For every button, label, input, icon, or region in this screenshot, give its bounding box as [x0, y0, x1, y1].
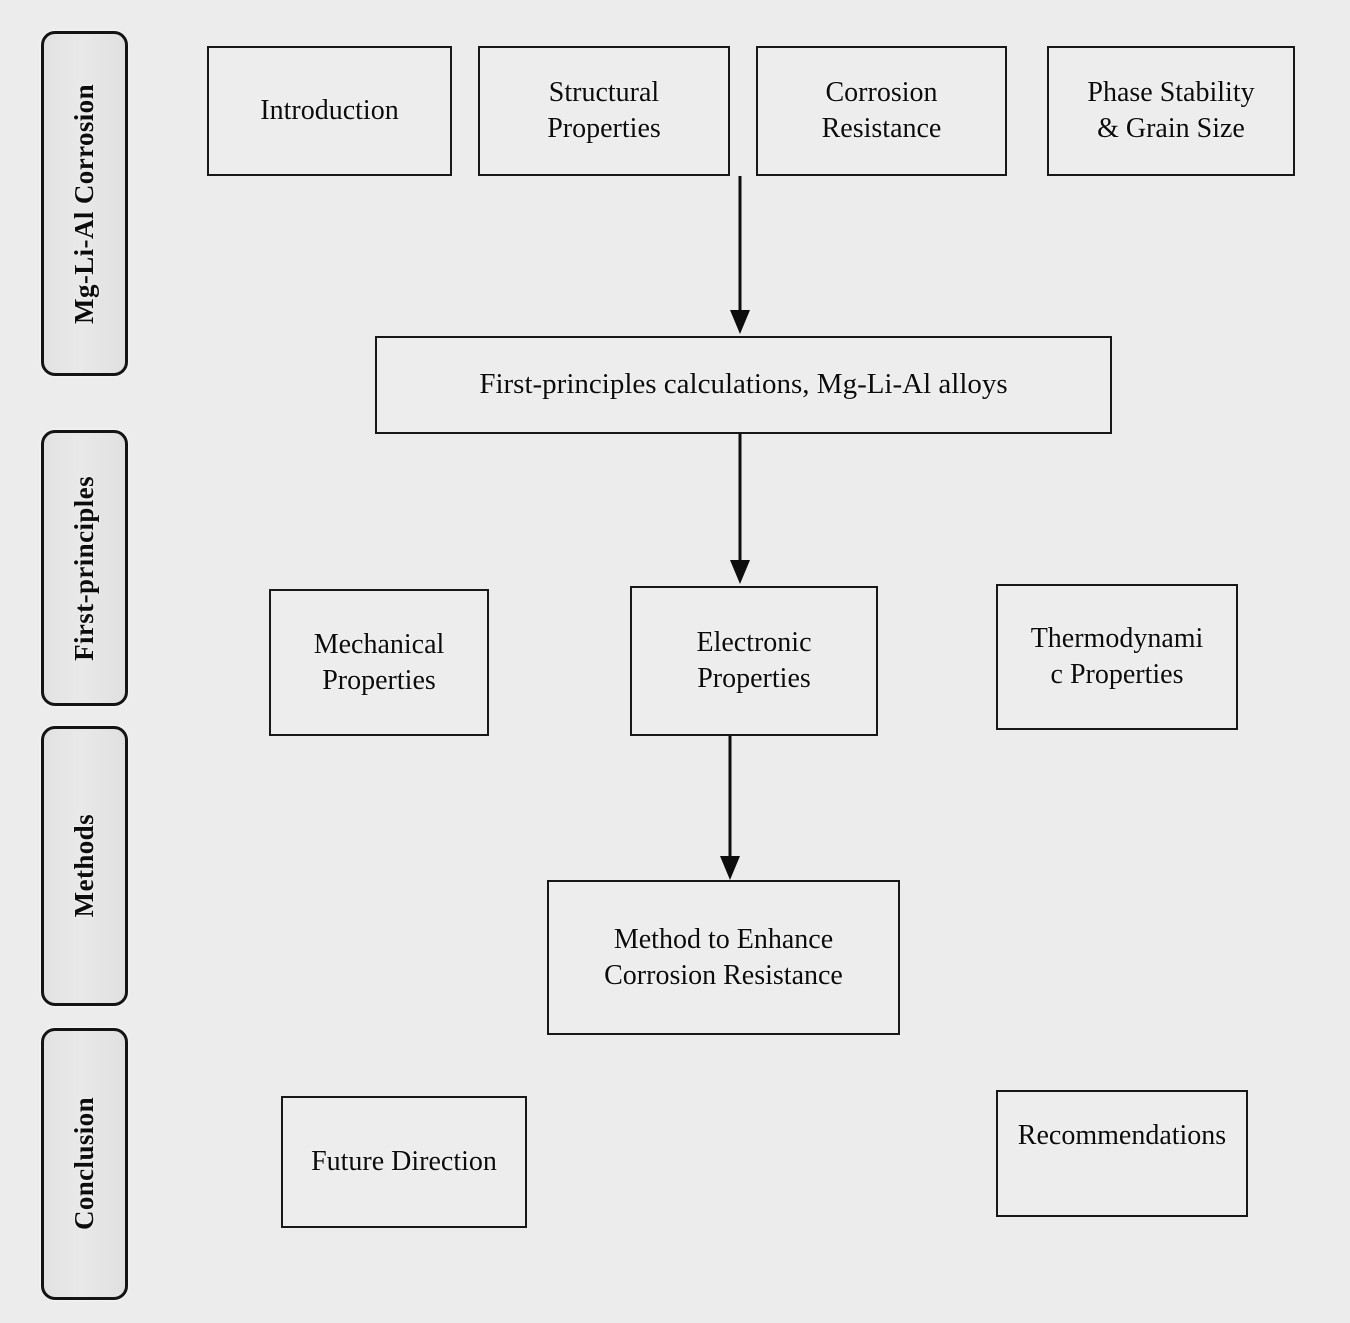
stage-pill-conclusion[interactable]: Conclusion: [41, 1028, 128, 1300]
node-label: First-principles calculations, Mg-Li-Al …: [479, 368, 1008, 401]
node-recommendations[interactable]: Recommendations: [996, 1090, 1248, 1217]
node-structural-properties[interactable]: Structural Properties: [478, 46, 730, 176]
node-phase-stability-grain-size[interactable]: Phase Stability & Grain Size: [1047, 46, 1295, 176]
node-first-principles-calculations[interactable]: First-principles calculations, Mg-Li-Al …: [375, 336, 1112, 434]
node-method-to-enhance-corrosion-resistance[interactable]: Method to Enhance Corrosion Resistance: [547, 880, 900, 1035]
connector-calculations-to-electronic: [726, 434, 754, 586]
node-label: Future Direction: [311, 1146, 497, 1178]
node-label: Electronic Properties: [696, 627, 812, 694]
node-label: Method to Enhance Corrosion Resistance: [604, 923, 843, 991]
node-electronic-properties[interactable]: Electronic Properties: [630, 586, 878, 736]
stage-pill-label: Mg-Li-Al Corrosion: [69, 83, 99, 324]
connector-structural-to-calculations: [726, 176, 754, 336]
node-thermodynamic-properties[interactable]: Thermodynami c Properties: [996, 584, 1238, 730]
node-mechanical-properties[interactable]: Mechanical Properties: [269, 589, 489, 736]
node-label: Corrosion Resistance: [821, 77, 942, 144]
stage-pill-label: Methods: [69, 814, 99, 918]
stage-pill-label: Conclusion: [69, 1097, 99, 1231]
stage-pill-label: First-principles: [69, 475, 99, 661]
node-introduction[interactable]: Introduction: [207, 46, 452, 176]
node-label: Recommendations: [1017, 1120, 1227, 1151]
stage-pill-first-principles[interactable]: First-principles: [41, 430, 128, 706]
node-future-direction[interactable]: Future Direction: [281, 1096, 527, 1228]
stage-pill-mg-li-al-corrosion[interactable]: Mg-Li-Al Corrosion: [41, 31, 128, 376]
node-label: Thermodynami c Properties: [1030, 623, 1204, 690]
node-label: Introduction: [260, 95, 399, 127]
node-label: Mechanical Properties: [313, 628, 445, 696]
node-label: Phase Stability & Grain Size: [1087, 77, 1255, 144]
connector-electronic-to-method: [716, 736, 744, 882]
stage-pill-methods[interactable]: Methods: [41, 726, 128, 1006]
node-corrosion-resistance[interactable]: Corrosion Resistance: [756, 46, 1007, 176]
node-label: Structural Properties: [547, 77, 661, 144]
